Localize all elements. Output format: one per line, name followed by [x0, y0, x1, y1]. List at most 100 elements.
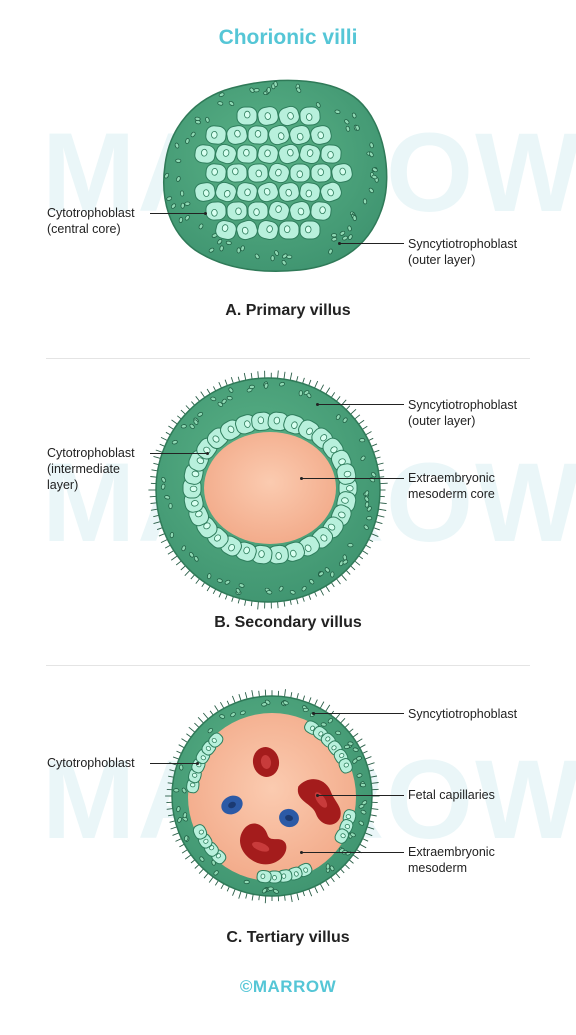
panel-title-secondary: B. Secondary villus: [214, 614, 362, 631]
cell: [226, 163, 248, 183]
nucleus: [371, 174, 378, 180]
nucleus: [264, 382, 269, 389]
cell: [205, 125, 227, 145]
nucleus: [281, 259, 287, 266]
nucleus: [364, 496, 370, 502]
nucleus: [371, 472, 377, 478]
cell: [247, 125, 269, 145]
nucleus: [325, 863, 331, 870]
nucleus: [350, 832, 356, 838]
nucleus: [193, 555, 199, 562]
nucleus: [217, 101, 224, 106]
leader-dot: [312, 712, 315, 715]
nucleus: [253, 88, 260, 93]
nucleus: [362, 198, 368, 205]
panel-title-primary: A. Primary villus: [225, 302, 351, 319]
nucleus: [320, 722, 327, 727]
nucleus: [278, 585, 284, 592]
nucleus: [224, 579, 231, 585]
cell: [236, 219, 258, 241]
label-cytotrophoblast-intermediate-layer: Cytotrophoblast (intermediate layer): [47, 446, 135, 492]
nucleus: [335, 414, 341, 420]
divider: [46, 665, 530, 666]
nucleus: [176, 806, 181, 813]
nucleus: [228, 387, 234, 393]
leader-line: [314, 713, 404, 714]
nucleus: [246, 387, 253, 393]
cell: [257, 144, 279, 164]
nucleus: [301, 585, 307, 592]
nucleus: [168, 503, 173, 509]
nucleus: [329, 865, 335, 872]
cell: [257, 220, 279, 240]
cell: [278, 220, 300, 240]
nucleus: [189, 423, 195, 429]
nucleus: [342, 235, 348, 241]
cell: [194, 144, 216, 164]
nucleus: [347, 225, 352, 232]
leader-dot: [316, 794, 319, 797]
nucleus: [345, 125, 351, 132]
nucleus: [243, 879, 250, 885]
nucleus: [339, 230, 346, 236]
fetal-capillaries: [221, 747, 341, 865]
nucleus: [184, 201, 191, 206]
cell: [215, 220, 237, 240]
nucleus: [342, 559, 349, 565]
nucleus: [248, 384, 255, 390]
label-cytotrophoblast-central-core: Cytotrophoblast (central core): [47, 206, 135, 236]
label-cytotrophoblast: Cytotrophoblast: [47, 756, 135, 770]
cell: [289, 163, 311, 183]
nucleus: [364, 490, 370, 497]
cell: [226, 125, 248, 145]
cell: [299, 220, 321, 240]
leader-line: [302, 852, 404, 853]
nucleus: [352, 758, 358, 764]
nucleus: [361, 800, 368, 806]
cell: [256, 869, 272, 884]
nucleus: [161, 476, 166, 483]
secondary-villus: [148, 370, 388, 610]
leader-line: [150, 763, 198, 764]
white-blood-cell: [221, 795, 243, 815]
syncytial-nuclei: [161, 381, 377, 595]
leader-dot: [206, 452, 209, 455]
nucleus: [309, 579, 315, 585]
nucleus: [270, 255, 275, 262]
nucleus: [171, 440, 178, 445]
nucleus: [273, 81, 278, 88]
nucleus: [207, 573, 212, 580]
nucleus: [239, 710, 246, 716]
nucleus: [170, 203, 177, 209]
cell: [278, 105, 300, 127]
primary-villus: [163, 79, 388, 272]
nucleus: [352, 747, 359, 752]
nucleus: [343, 744, 350, 750]
nucleus: [166, 196, 173, 201]
cell: [247, 201, 269, 221]
nucleus: [364, 501, 370, 508]
cell: [236, 144, 258, 164]
cell: [226, 201, 248, 221]
nucleus: [236, 247, 241, 254]
nucleus: [198, 223, 204, 230]
nucleus: [189, 552, 194, 558]
nucleus: [169, 532, 175, 539]
nucleus: [318, 571, 324, 577]
cell: [310, 163, 332, 183]
nucleus: [178, 217, 184, 223]
nucleus: [358, 820, 365, 826]
cell: [299, 182, 321, 202]
nucleus: [228, 101, 235, 106]
nucleus: [173, 788, 180, 793]
nucleus: [181, 545, 186, 552]
cell: [188, 449, 209, 472]
nucleus: [369, 142, 374, 149]
cell: [247, 163, 269, 183]
cell: [299, 143, 321, 165]
nucleus: [347, 741, 354, 746]
cytotrophoblast-central-core: [194, 105, 353, 241]
cell: [215, 181, 237, 203]
nucleus: [286, 254, 293, 259]
nucleus: [359, 438, 366, 443]
